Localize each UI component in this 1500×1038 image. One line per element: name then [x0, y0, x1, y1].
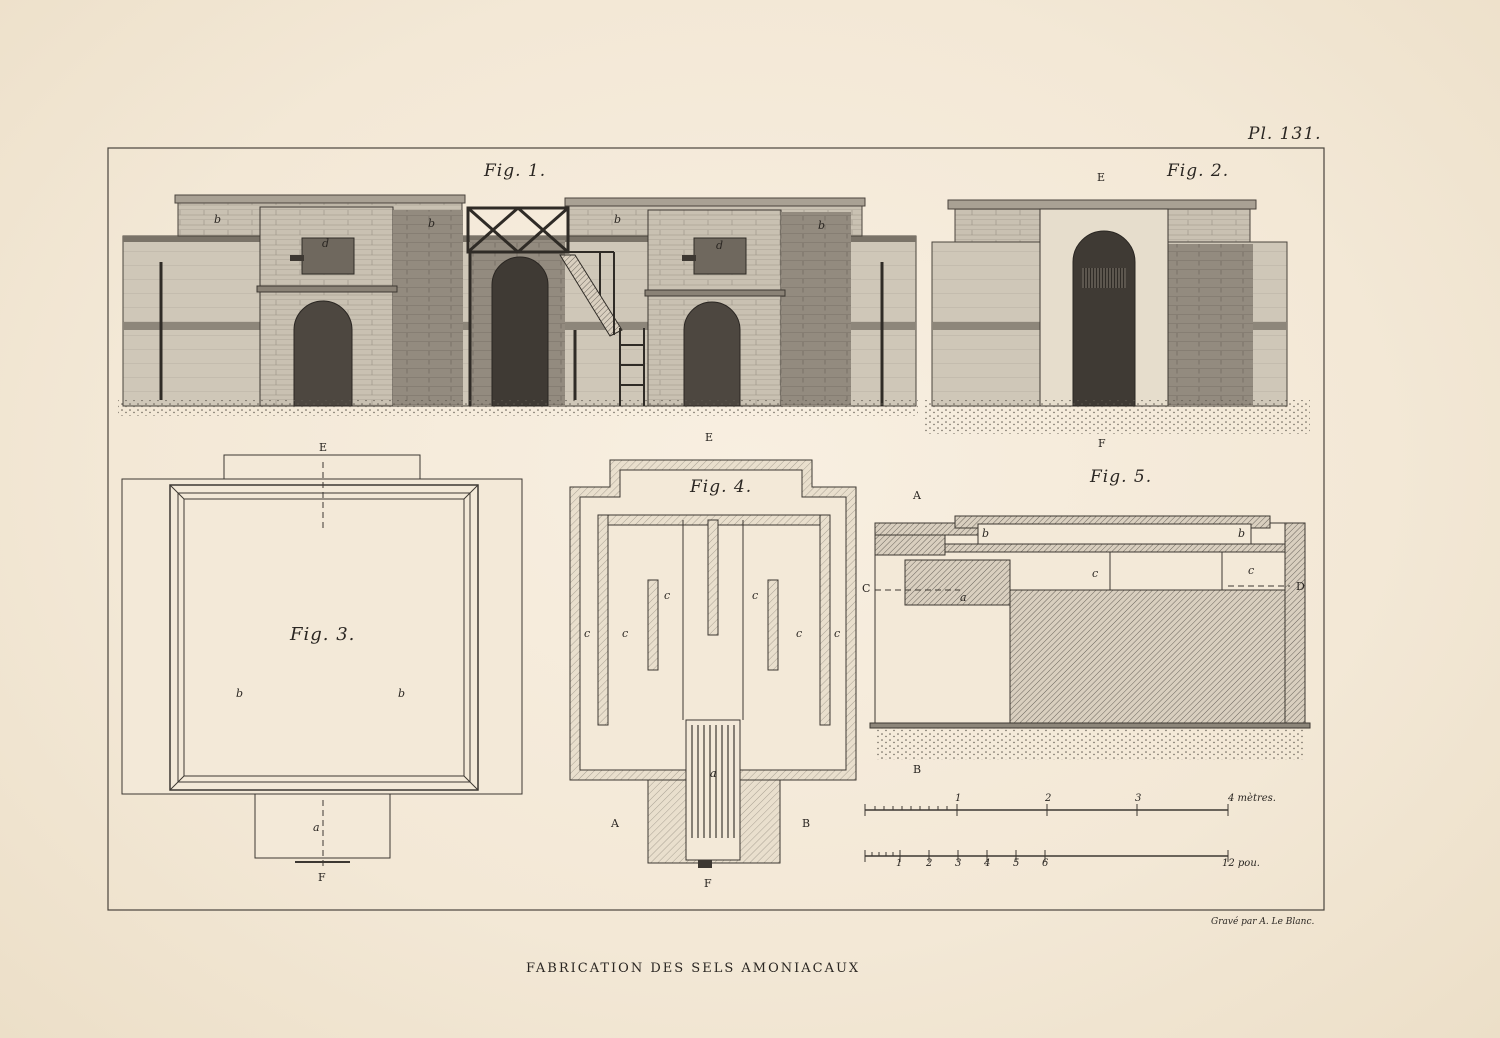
scale-metres-tick-1: 1	[955, 793, 962, 804]
fig5-letter-c: c	[1248, 564, 1255, 577]
fig5-letter-a: a	[960, 591, 967, 604]
fig5-letter-b: b	[1238, 527, 1246, 540]
fig3-letter-b: b	[398, 687, 406, 700]
fig2-letter-E: E	[1097, 171, 1106, 184]
fig5-letter-A: A	[913, 489, 921, 502]
fig4-letter-c: c	[834, 627, 841, 640]
fig4-letter-c: c	[622, 627, 629, 640]
scale-pouces-tick-4: 4	[984, 858, 991, 869]
fig1-letter-d: d	[322, 237, 330, 250]
fig1-letter-b: b	[214, 213, 222, 226]
scale-pouces-label: 12 pou.	[1222, 858, 1260, 869]
fig5-label: Fig. 5.	[1090, 467, 1153, 487]
fig5-letter-C: C	[862, 582, 871, 595]
scale-bars	[864, 804, 1229, 862]
fig2-elevation	[925, 199, 1310, 434]
fig4-label: Fig. 4.	[690, 477, 753, 497]
scale-metres-label: 4 mètres.	[1228, 793, 1276, 804]
fig1-letter-d: d	[716, 239, 724, 252]
fig5-letter-c: c	[1092, 567, 1099, 580]
fig4-letter-a: a	[710, 767, 717, 780]
fig4-letter-c: c	[664, 589, 671, 602]
scale-pouces-tick-6: 6	[1042, 858, 1049, 869]
fig2-letter-F: F	[1098, 437, 1106, 450]
scale-metres-tick-2: 2	[1045, 793, 1052, 804]
fig1-letter-b: b	[614, 213, 622, 226]
fig4-plan	[569, 459, 857, 868]
scale-pouces-tick-2: 2	[926, 858, 933, 869]
fig4-letter-A: A	[611, 817, 619, 830]
fig1-letter-b: b	[428, 217, 436, 230]
fig4-letter-c: c	[752, 589, 759, 602]
fig5-section	[869, 515, 1311, 760]
fig1-label: Fig. 1.	[484, 161, 547, 181]
scale-pouces-tick-5: 5	[1013, 858, 1020, 869]
engraver-credit: Gravé par A. Le Blanc.	[1211, 917, 1315, 927]
plate-number: Pl. 131.	[1248, 124, 1322, 144]
fig4-letter-B: B	[802, 817, 811, 830]
fig5-letter-b: b	[982, 527, 990, 540]
fig1-elevation	[118, 194, 918, 416]
fig2-label: Fig. 2.	[1167, 161, 1230, 181]
fig3-letter-b: b	[236, 687, 244, 700]
fig3-letter-E: E	[319, 441, 328, 454]
fig4-letter-F: F	[704, 877, 712, 890]
scale-metres-tick-3: 3	[1135, 793, 1142, 804]
plate-title: FABRICATION DES SELS AMONIACAUX	[526, 961, 861, 976]
scale-pouces-tick-3: 3	[955, 858, 962, 869]
fig5-letter-D: D	[1296, 580, 1305, 593]
fig1-letter-E: E	[705, 431, 714, 444]
fig1-letter-b: b	[818, 219, 826, 232]
fig3-letter-a: a	[313, 821, 320, 834]
fig3-letter-F: F	[318, 871, 326, 884]
scale-pouces-tick-1: 1	[896, 858, 903, 869]
fig4-letter-c: c	[584, 627, 591, 640]
fig3-plan	[121, 454, 523, 868]
fig3-label: Fig. 3.	[290, 624, 356, 645]
fig4-letter-c: c	[796, 627, 803, 640]
fig5-letter-B: B	[913, 763, 922, 776]
